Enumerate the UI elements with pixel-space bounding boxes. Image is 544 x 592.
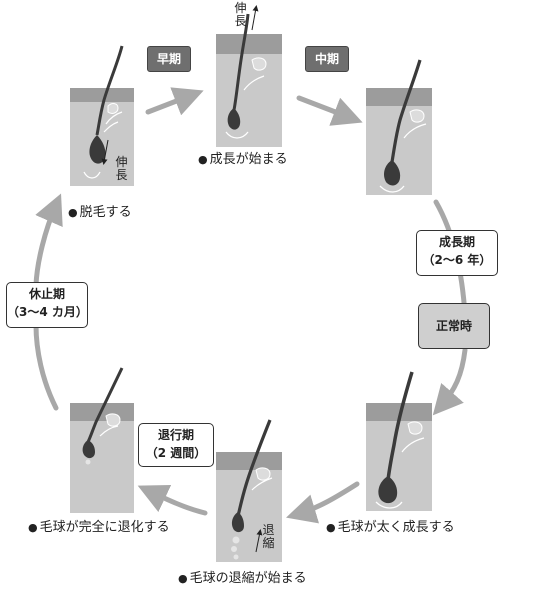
bullet-icon: ● bbox=[198, 153, 208, 166]
hair-panel-shrink-start bbox=[216, 419, 282, 562]
hair-panel-regressed bbox=[70, 367, 134, 513]
phase-normal-box: 正常時 bbox=[418, 303, 490, 349]
arrow-bottom-left bbox=[137, 484, 208, 516]
shrink-label: 退縮 bbox=[262, 523, 275, 550]
caption-bulb-grows: ●毛球が太く成長する bbox=[326, 520, 455, 535]
phase-regression-title: 退行期 bbox=[157, 428, 194, 442]
hair-panel-bulb-thick bbox=[366, 371, 432, 511]
phase-growth-title: 成長期 bbox=[438, 235, 475, 249]
phase-rest-duration: （3〜4 カ月） bbox=[7, 305, 88, 319]
hair-panel-loss bbox=[70, 45, 134, 186]
caption-bulb-fully-regress: ●毛球が完全に退化する bbox=[28, 520, 170, 535]
shrink-arrow bbox=[255, 529, 263, 553]
phase-regression-duration: （2 週間） bbox=[145, 446, 207, 460]
bullet-icon: ● bbox=[68, 206, 78, 219]
hair-panel-middle bbox=[366, 59, 432, 195]
arrow-left-top bbox=[33, 193, 63, 288]
caption-bulb-shrink-start: ●毛球の退縮が始まる bbox=[178, 571, 307, 586]
hair-panel-growth-start bbox=[216, 5, 282, 147]
bullet-icon: ● bbox=[28, 521, 38, 534]
extension-arrow-left bbox=[101, 139, 109, 165]
bullet-icon: ● bbox=[178, 572, 188, 585]
extension-label-left: 伸長 bbox=[115, 155, 128, 182]
arrow-early bbox=[145, 87, 204, 116]
phase-rest-box: 休止期 （3〜4 カ月） bbox=[6, 282, 88, 328]
tag-middle: 中期 bbox=[305, 46, 349, 72]
caption-hair-loss: ●脱毛する bbox=[68, 205, 132, 220]
extension-arrow-top bbox=[251, 5, 259, 31]
bullet-icon: ● bbox=[326, 521, 336, 534]
phase-regression-box: 退行期 （2 週間） bbox=[138, 423, 214, 467]
caption-growth-start: ●成長が始まる bbox=[198, 152, 288, 167]
arrow-left-bottom bbox=[33, 322, 59, 411]
phase-growth-box: 成長期 （2〜6 年） bbox=[416, 230, 498, 276]
arrow-bottom-right bbox=[286, 481, 360, 524]
tag-early: 早期 bbox=[147, 46, 191, 72]
arrow-middle bbox=[296, 95, 363, 126]
extension-label-top: 伸長 bbox=[234, 1, 247, 28]
arrow-right-bottom bbox=[432, 347, 468, 416]
phase-rest-title: 休止期 bbox=[28, 287, 65, 301]
phase-growth-duration: （2〜6 年） bbox=[422, 253, 492, 267]
